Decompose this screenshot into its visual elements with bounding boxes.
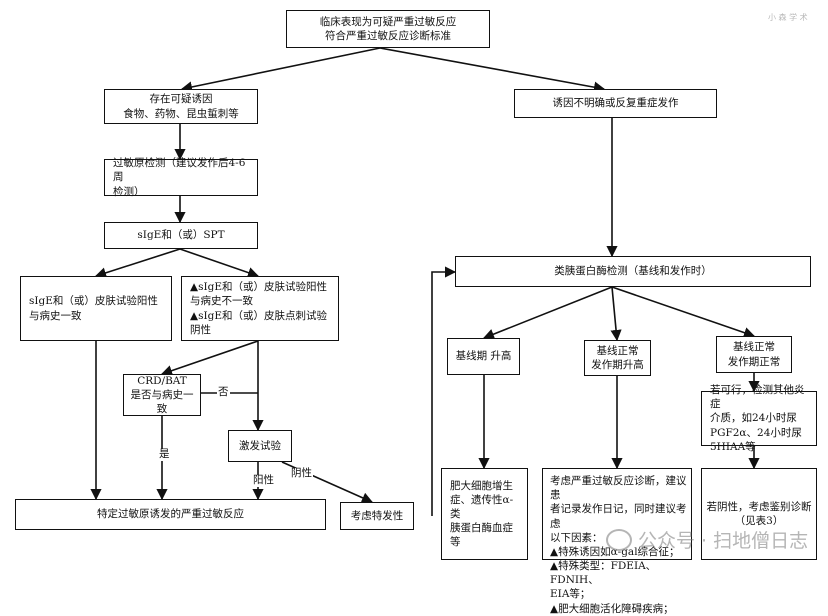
node-inconsistent: ▲sIgE和（或）皮肤试验阳性 与病史不一致 ▲sIgE和（或）皮肤点刺试验阴性 [181,276,339,341]
flowchart-arrows [90,47,760,516]
node-both-normal: 基线正常 发作期正常 [716,336,792,373]
arrow-tryptase-to-attack-high [610,286,622,342]
node-mast-cell: 肥大细胞增生 症、遗传性α-类 胰蛋白酶血症等 [441,468,528,560]
node-challenge: 激发试验 [228,430,292,462]
arrow-sige-to-inconsistent [179,248,260,278]
node-specific-allergen: 特定过敏原诱发的严重过敏反应 [15,499,326,530]
node-unknown-trigger: 诱因不明确或反复重症发作 [514,89,717,118]
label-no: 否 [217,386,230,399]
node-differential: 若阴性，考虑鉴别诊断 （见表3） [701,468,817,560]
wechat-icon [606,528,632,551]
arrow-root-to-suspected [180,47,381,93]
node-consider-idiopathic: 考虑特发性 [340,502,414,530]
node-positive-consistent: sIgE和（或）皮肤试验阳性 与病史一致 [20,276,172,341]
arrow-sige-to-positive [94,248,181,279]
node-crd-bat: CRD/BAT 是否与病史一 致 [123,374,201,416]
watermark-bottom: 公众号 · 扫地僧日志 [606,526,808,553]
node-allergen-test: 过敏原检测（建议发作后4-6周 检测） [104,157,258,198]
node-root: 临床表现为可疑严重过敏反应 符合严重过敏反应诊断标准 [286,10,490,48]
label-positive: 阳性 [252,474,275,487]
arrow-root-to-unknown [379,47,606,93]
node-tryptase-test: 类胰蛋白酶检测（基线和发作时） [455,256,811,287]
watermark-corner: 小 森 学 术 [768,13,808,22]
arrow-tryptase-to-both-normal [611,286,756,339]
node-other-mediators: 若可行，检测其他炎症 介质，如24小时尿 PGF2α、24小时尿 5HIAA等 [701,384,817,453]
label-yes: 是 [158,448,171,461]
node-baseline-normal-attack-high: 基线正常 发作期升高 [584,340,651,376]
node-baseline-high: 基线期 升高 [447,338,520,375]
arrow-inconsistent-to-crd [160,340,259,377]
watermark-bottom-text: 公众号 · 扫地僧日志 [638,530,809,552]
arrow-idiopathic-to-tryptase [431,266,457,516]
node-sige-spt: sIgE和（或）SPT [104,222,258,249]
label-negative: 阴性 [290,467,313,480]
node-suspected-trigger: 存在可疑诱因 食物、药物、昆虫蜇刺等 [104,89,258,124]
arrow-tryptase-to-baseline-high [482,286,613,340]
